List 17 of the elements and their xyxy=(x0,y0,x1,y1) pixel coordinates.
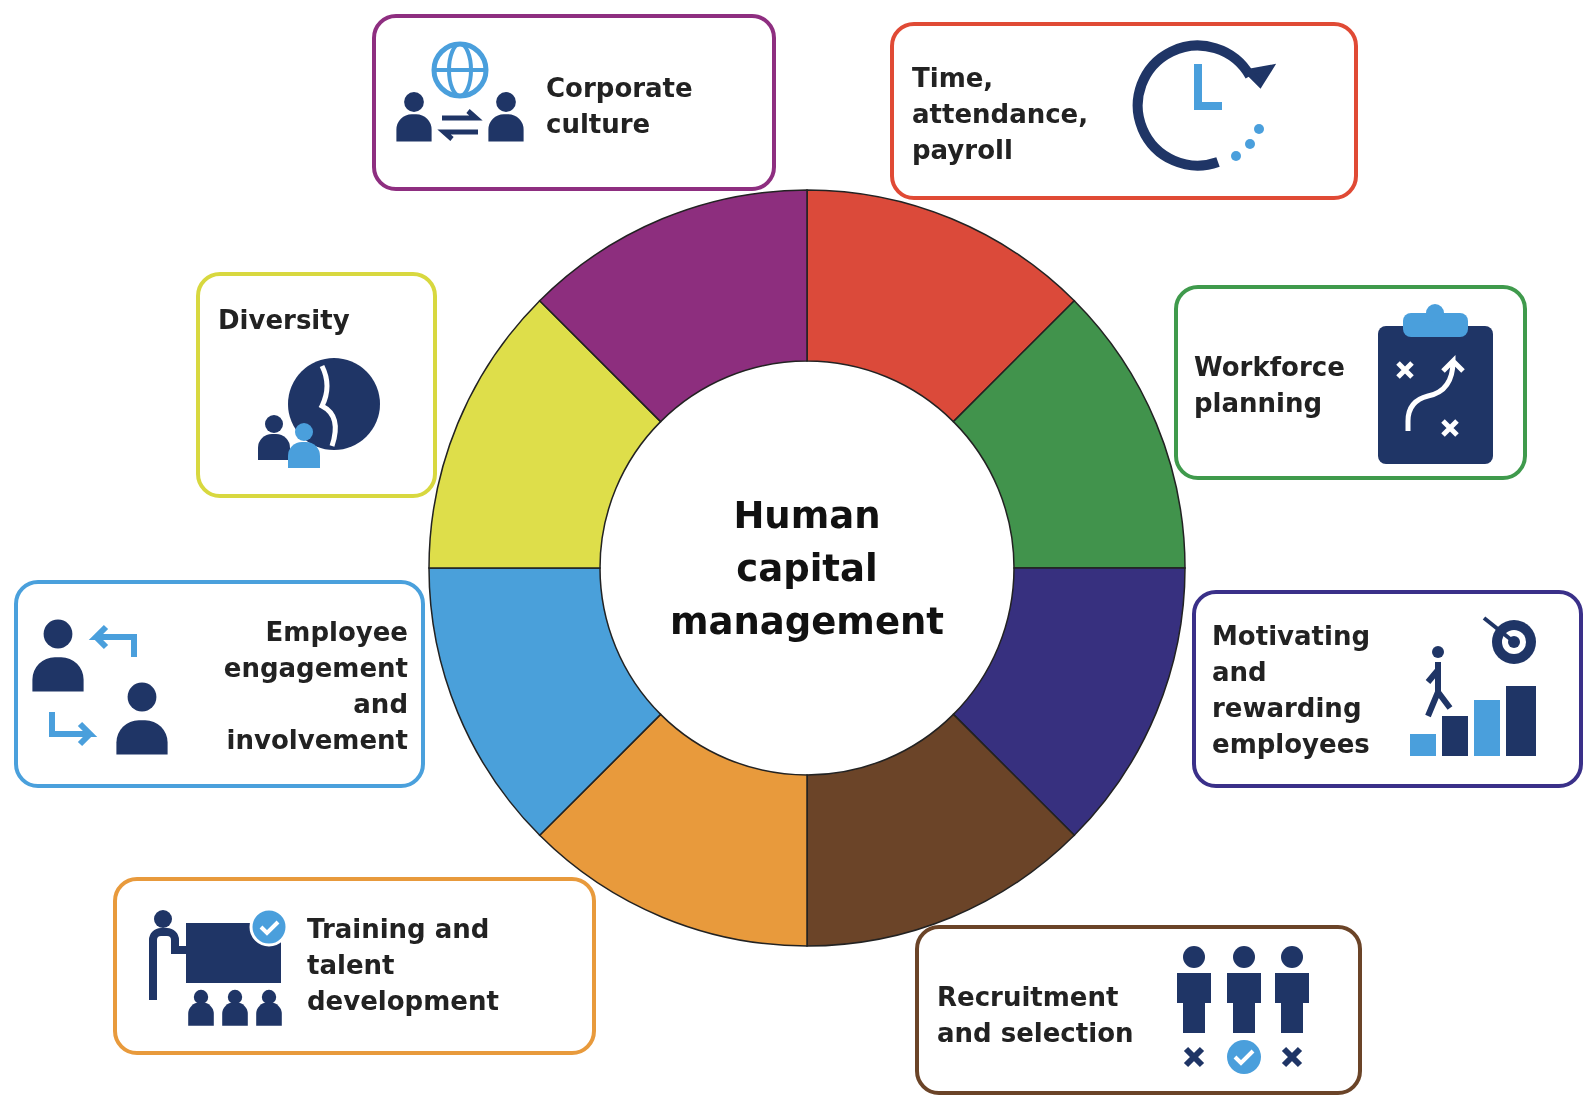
topic-label: Diversity xyxy=(218,304,351,337)
topic-card xyxy=(1192,590,1583,788)
topic-label: Workforce planning xyxy=(1194,351,1346,420)
center-title: Human capital management xyxy=(668,492,946,645)
topic-card xyxy=(1174,285,1527,480)
topic-card xyxy=(890,22,1358,200)
topic-label: Training and talent development xyxy=(307,913,500,1018)
topic-label: Recruitment and selection xyxy=(937,981,1135,1050)
topic-card xyxy=(14,580,425,788)
topic-card xyxy=(915,925,1362,1095)
topic-card xyxy=(196,272,437,498)
topic-label: Employee engagement and involvement xyxy=(222,616,408,757)
topic-card xyxy=(113,877,596,1055)
topic-label: Corporate culture xyxy=(546,72,694,141)
topic-label: Motivating and rewarding employees xyxy=(1212,620,1372,761)
topic-label: Time, attendance, payroll xyxy=(912,62,1090,167)
topic-card xyxy=(372,14,776,191)
